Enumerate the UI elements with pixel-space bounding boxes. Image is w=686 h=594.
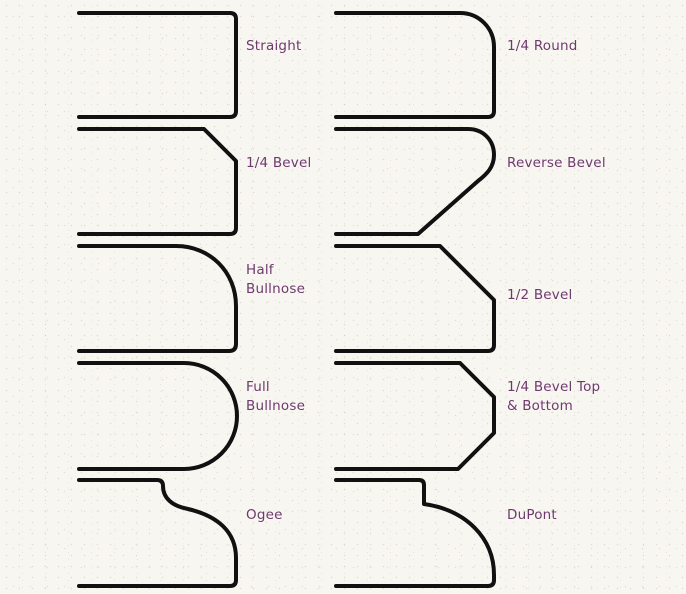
ogee-label: Ogee [246,506,283,525]
quarter-round-edge-shape [334,11,496,119]
ogee-edge-shape [77,478,238,588]
full-bullnose-label-line2: Bullnose [246,398,306,414]
dupont-edge-shape [334,478,496,588]
half-bullnose-label-line1: Half [246,262,274,278]
half-bevel-edge-shape [334,244,496,353]
quarter-round-label: 1/4 Round [507,37,578,56]
quarter-bevel-top-bottom-label-line1: 1/4 Bevel Top [507,379,601,395]
half-bevel-label-text: 1/2 Bevel [507,287,573,303]
quarter-bevel-top-bottom-label: 1/4 Bevel Top & Bottom [507,378,600,416]
half-bevel-label: 1/2 Bevel [507,286,572,305]
reverse-bevel-edge-shape [334,127,496,236]
quarter-bevel-label: 1/4 Bevel [246,154,311,173]
dupont-label-text: DuPont [507,507,557,523]
reverse-bevel-label: Reverse Bevel [507,154,606,173]
full-bullnose-label-line1: Full [246,379,270,395]
reverse-bevel-label-text: Reverse Bevel [507,155,606,171]
full-bullnose-edge-shape [77,361,239,471]
dupont-label: DuPont [507,506,557,525]
half-bullnose-label: Half Bullnose [246,261,305,299]
straight-label: Straight [246,37,301,56]
straight-label-text: Straight [246,38,302,54]
quarter-round-label-text: 1/4 Round [507,38,578,54]
quarter-bevel-top-bottom-edge-shape [334,361,496,471]
half-bullnose-edge-shape [77,244,238,353]
quarter-bevel-edge-shape [77,127,238,236]
full-bullnose-label: Full Bullnose [246,378,305,416]
ogee-label-text: Ogee [246,507,283,523]
quarter-bevel-label-text: 1/4 Bevel [246,155,312,171]
straight-edge-shape [77,11,238,119]
quarter-bevel-top-bottom-label-line2: & Bottom [507,398,573,414]
half-bullnose-label-line2: Bullnose [246,281,306,297]
